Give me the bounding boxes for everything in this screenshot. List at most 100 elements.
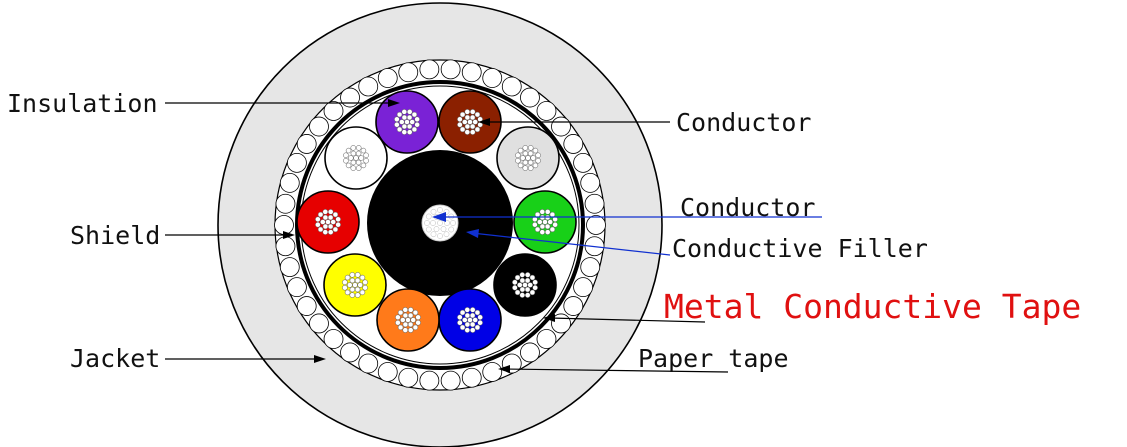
core-conductor-strand — [457, 314, 463, 321]
core-conductor-strand — [332, 211, 339, 218]
core-conductor-strand — [522, 145, 529, 151]
core-conductor-strand — [532, 279, 538, 286]
core-conductor-strand — [464, 327, 471, 333]
core-conductor-strand — [350, 145, 357, 151]
core-conductor-strand — [464, 312, 471, 319]
core-conductor-strand — [345, 162, 352, 169]
core-conductor-strand — [352, 282, 358, 288]
core-conductor-strand — [327, 229, 334, 235]
shield-arrowhead — [283, 231, 295, 239]
core-conductor-strand — [474, 111, 481, 118]
core-conductor-strand — [529, 289, 536, 296]
metal-tape-arrowhead — [543, 314, 555, 322]
shield-strand — [398, 367, 419, 388]
core-conductor-strand — [522, 159, 529, 166]
core-conductor-strand — [535, 152, 541, 159]
shield-strand — [398, 62, 419, 83]
core-conductor-strand — [462, 317, 468, 323]
core-conductor-strand — [354, 277, 361, 284]
core-conductor-strand — [343, 152, 349, 159]
core-conductor-strand — [477, 314, 483, 321]
core-conductor-strand — [406, 114, 413, 121]
core-conductor-strand — [402, 312, 409, 319]
core-conductor-strand — [335, 221, 341, 228]
insulated-cores — [296, 90, 577, 352]
core-conductor-strand — [406, 129, 413, 135]
core-conductor-strand — [464, 129, 471, 135]
core-conductor-strand — [354, 292, 361, 298]
conductive-filler-leader — [471, 232, 671, 256]
center-conductor-strand — [437, 207, 443, 213]
conductor-center-arrowhead — [432, 212, 446, 222]
shield-strand — [296, 134, 317, 154]
shield-strand — [551, 116, 571, 137]
shield-strand — [309, 116, 329, 137]
core-conductor-strand — [360, 147, 367, 154]
core-conductor-strand — [464, 307, 471, 313]
core-conductor-strand — [350, 150, 357, 157]
core-conductor-strand — [404, 119, 410, 125]
shield-strand — [275, 193, 296, 214]
shield-strand — [287, 277, 307, 298]
core-conductor-strand — [474, 309, 481, 316]
center-conductor-strand — [430, 220, 436, 226]
core-conductor-strand — [472, 317, 478, 323]
center-conductor-strand — [448, 226, 455, 233]
core-conductor-strand — [322, 214, 329, 221]
core-conductor-strand — [354, 286, 361, 293]
core-conductor-strand — [539, 229, 546, 235]
core-conductor-strand — [363, 157, 369, 164]
shield-strand — [482, 362, 503, 382]
core-conductor-strand — [512, 279, 518, 286]
core-conductor-strand — [401, 129, 408, 135]
core-conductor-strand — [410, 317, 416, 323]
core-violet — [375, 90, 439, 154]
core-conductor-strand — [406, 123, 413, 130]
shield-strand — [501, 76, 522, 97]
core-yellow — [323, 253, 387, 317]
core-conductor-strand — [342, 279, 348, 286]
core-conductor-strand — [469, 307, 476, 313]
core-conductor-strand — [515, 152, 521, 159]
shield-strand — [584, 193, 605, 214]
shield-strand — [340, 87, 360, 108]
shield-strand — [279, 173, 300, 193]
core-conductor-strand — [524, 286, 531, 293]
core-conductor-strand — [332, 226, 339, 233]
shield-strand — [563, 134, 584, 154]
core-conductor-strand — [469, 123, 476, 130]
core-conductor-strand — [335, 216, 341, 223]
core-conductor-strand — [320, 219, 326, 225]
shield-strand — [377, 362, 398, 382]
shield-strands — [274, 59, 606, 391]
core-conductor-strand — [549, 226, 556, 233]
core-conductor-strand — [527, 159, 534, 166]
core-conductor-strand — [469, 327, 476, 333]
core-conductor-strand — [317, 226, 324, 233]
core-conductor-strand — [349, 286, 356, 293]
core-conductor-strand — [459, 126, 466, 133]
core-conductor-strand — [322, 209, 329, 215]
core-conductor-strand — [524, 277, 531, 284]
shield-strand — [440, 370, 461, 391]
shield-strand — [358, 353, 379, 374]
core-conductor-strand — [407, 321, 414, 328]
label-jacket: Jacket — [70, 344, 160, 373]
core-conductor-strand — [517, 282, 523, 288]
core-conductor-strand — [467, 119, 473, 125]
metal-tape-leader — [549, 317, 706, 323]
shield-strand — [482, 68, 503, 88]
core-conductor-strand — [411, 126, 418, 133]
core-conductor-strand — [402, 321, 409, 328]
core-conductor-strand — [549, 211, 556, 218]
core-conductor-strand — [474, 126, 481, 133]
core-conductor-strand — [315, 216, 321, 223]
core-conductor-strand — [412, 309, 419, 316]
core-conductor-strand — [394, 116, 400, 123]
core-conductor-strand — [469, 129, 476, 135]
shield-strand — [520, 342, 540, 363]
shield-strand — [536, 329, 557, 349]
shield-strand — [440, 59, 461, 80]
core-conductor-strand — [358, 155, 364, 161]
shield-strand — [461, 367, 482, 388]
